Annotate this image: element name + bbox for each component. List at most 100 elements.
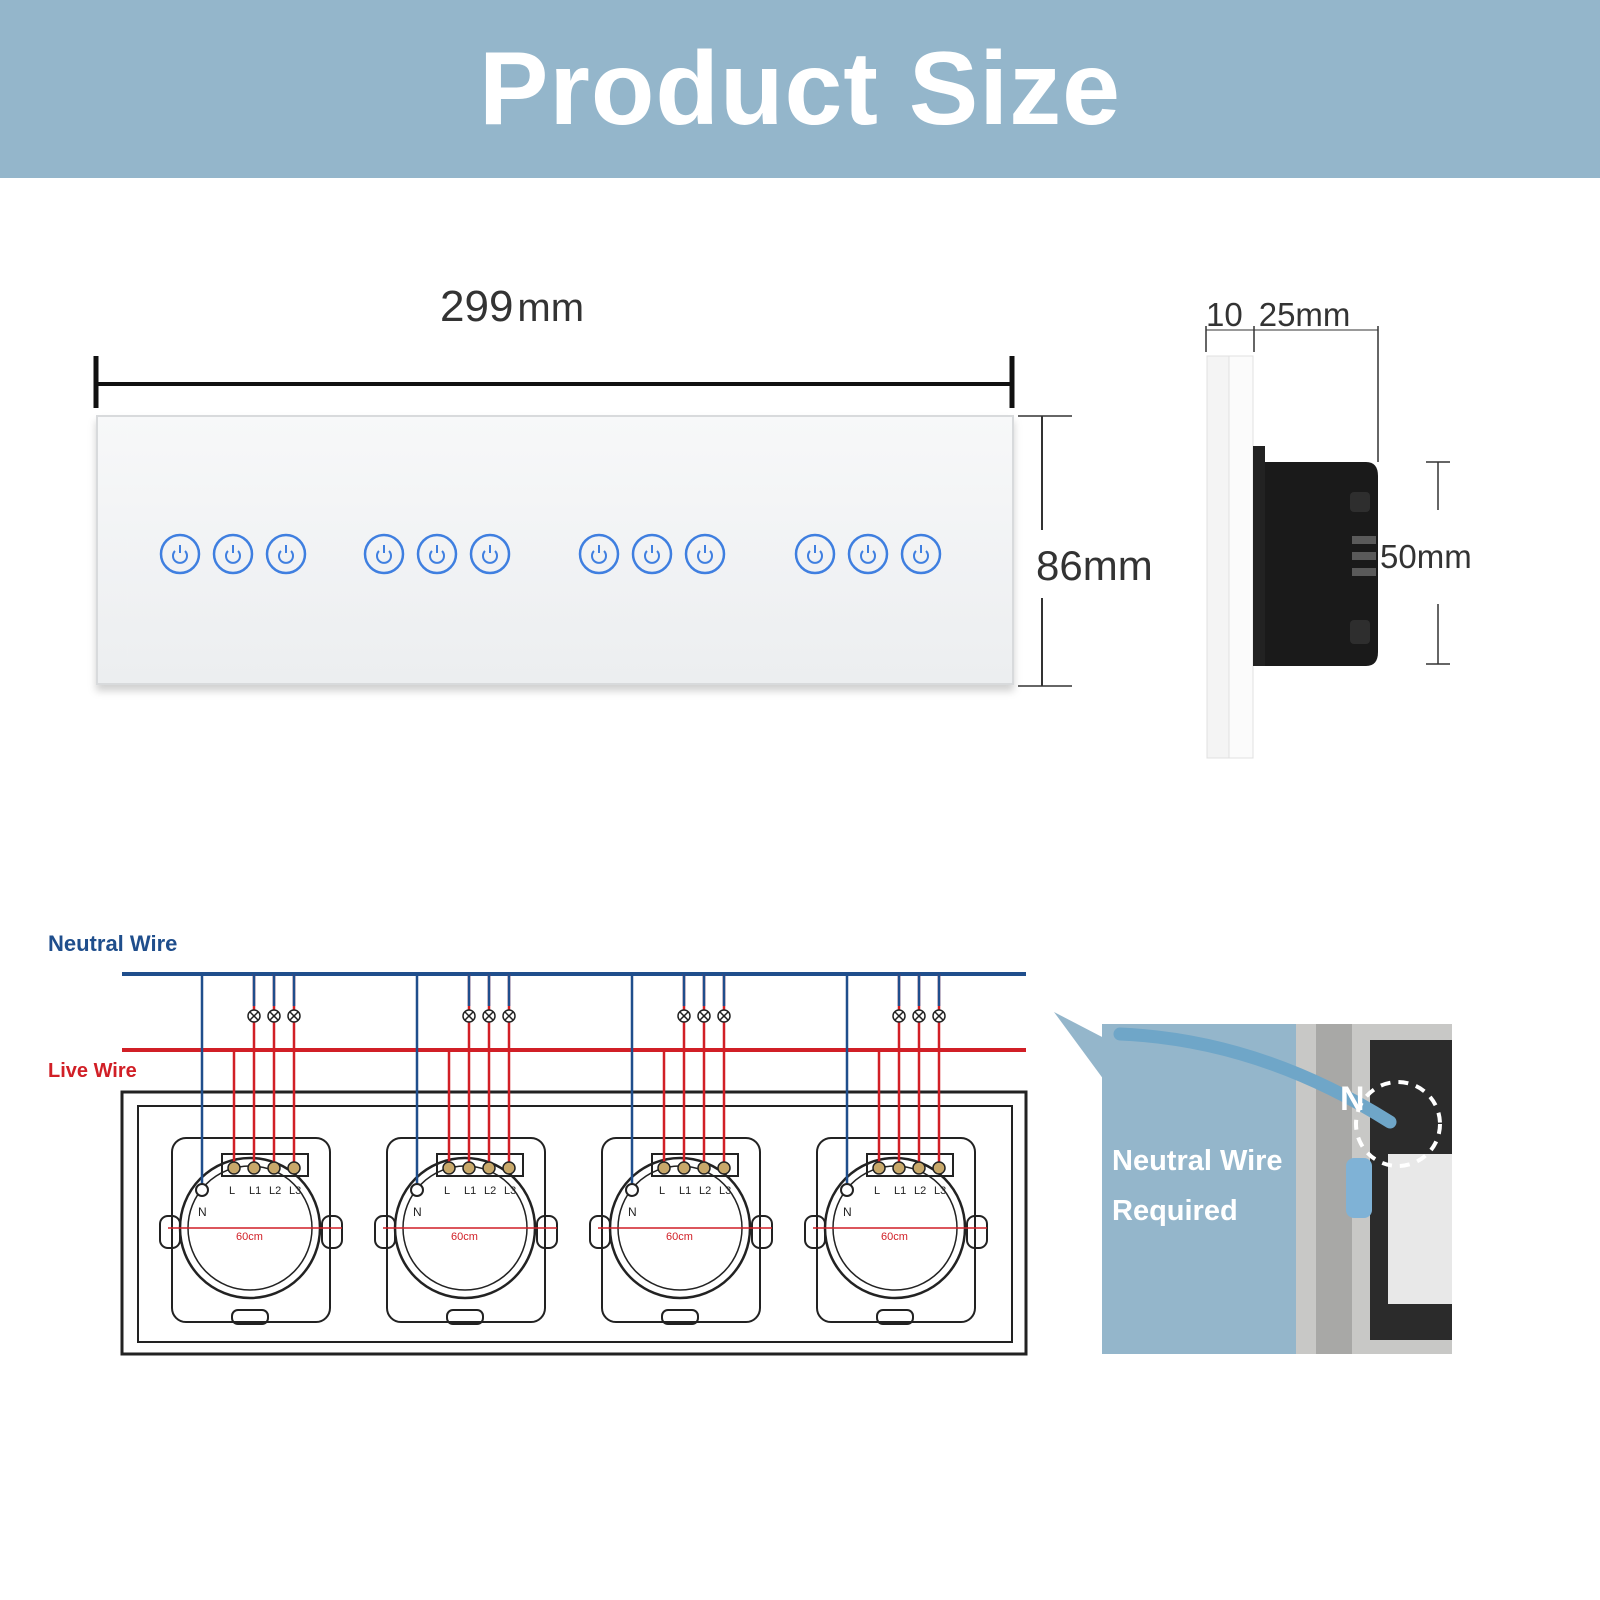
- photo-caption-line1: Neutral Wire: [1112, 1145, 1283, 1177]
- terminal-label: L2: [484, 1185, 496, 1197]
- terminal-screw: [872, 1161, 886, 1175]
- terminal-label: L2: [914, 1185, 926, 1197]
- terminal-screw: [462, 1161, 476, 1175]
- neutral-badge: N: [1340, 1080, 1365, 1118]
- terminal-screw: [247, 1161, 261, 1175]
- power-icon: [807, 545, 823, 564]
- power-icon: [172, 545, 188, 564]
- terminal-screw: [482, 1161, 496, 1175]
- terminal-screw: [892, 1161, 906, 1175]
- terminal-label: L: [444, 1185, 450, 1197]
- header-banner: Product Size: [0, 0, 1600, 178]
- terminal-screw: [287, 1161, 301, 1175]
- lamp-icon: [247, 1009, 261, 1023]
- width-value: 299: [440, 282, 514, 331]
- power-icon: [376, 545, 392, 564]
- lamp-icon: [932, 1009, 946, 1023]
- lamp-icon: [912, 1009, 926, 1023]
- touch-button: [469, 533, 511, 575]
- terminal-label: L3: [504, 1185, 516, 1197]
- terminal-screw: [717, 1161, 731, 1175]
- touch-button: [416, 533, 458, 575]
- touch-button: [212, 533, 254, 575]
- neutral-terminal: [195, 1183, 209, 1197]
- touch-button: [159, 533, 201, 575]
- power-icon: [913, 545, 929, 564]
- neutral-terminal-label: N: [628, 1205, 637, 1219]
- spacing-label: 60cm: [236, 1231, 263, 1243]
- lamp-icon: [482, 1009, 496, 1023]
- touch-button: [363, 533, 405, 575]
- lamp-icon: [892, 1009, 906, 1023]
- live-wire-label: Live Wire: [48, 1060, 137, 1082]
- frame-outer: [120, 1090, 1028, 1356]
- lamp-icon: [287, 1009, 301, 1023]
- terminal-screw: [442, 1161, 456, 1175]
- side-view: [1205, 326, 1450, 759]
- touch-buttons: [159, 533, 942, 575]
- spacing-label: 60cm: [881, 1231, 908, 1243]
- touch-button: [684, 533, 726, 575]
- power-icon: [697, 545, 713, 564]
- page-title: Product Size: [479, 30, 1121, 147]
- touch-button: [847, 533, 889, 575]
- power-icon: [278, 545, 294, 564]
- power-icon: [482, 545, 498, 564]
- neutral-terminal: [840, 1183, 854, 1197]
- power-icon: [644, 545, 660, 564]
- terminal-screw: [657, 1161, 671, 1175]
- terminal-label: L: [659, 1185, 665, 1197]
- terminal-label: L: [229, 1185, 235, 1197]
- terminal-label: L1: [679, 1185, 691, 1197]
- product-drawing: [93, 326, 1450, 759]
- lamp-icon: [267, 1009, 281, 1023]
- terminal-label: L2: [699, 1185, 711, 1197]
- terminal-label: L: [874, 1185, 880, 1197]
- neutral-wire-label: Neutral Wire: [48, 931, 178, 956]
- terminal-screw: [227, 1161, 241, 1175]
- neutral-terminal: [410, 1183, 424, 1197]
- depth-front-value: 10: [1206, 296, 1243, 333]
- width-unit: mm: [517, 286, 585, 330]
- terminal-label: L1: [894, 1185, 906, 1197]
- neutral-terminal-label: N: [198, 1205, 207, 1219]
- lamp-icon: [717, 1009, 731, 1023]
- touch-button: [900, 533, 942, 575]
- neutral-terminal: [625, 1183, 639, 1197]
- terminal-label: L3: [934, 1185, 946, 1197]
- terminal-label: L2: [269, 1185, 281, 1197]
- terminal-label: L3: [719, 1185, 731, 1197]
- switch-module: 60cm N L L1 L2 L3: [804, 974, 988, 1325]
- neutral-terminal-label: N: [843, 1205, 852, 1219]
- body-height-label: 50mm: [1380, 538, 1472, 575]
- switch-panel: [96, 415, 1014, 685]
- terminal-label: L1: [249, 1185, 261, 1197]
- touch-button: [265, 533, 307, 575]
- height-dimension-label: 86mm: [1036, 542, 1153, 589]
- frame-inner: [137, 1105, 1013, 1343]
- neutral-terminal-label: N: [413, 1205, 422, 1219]
- touch-button: [794, 533, 836, 575]
- terminal-screw: [502, 1161, 516, 1175]
- terminal-screw: [677, 1161, 691, 1175]
- spacing-label: 60cm: [451, 1231, 478, 1243]
- lamp-icon: [697, 1009, 711, 1023]
- lamp-icon: [462, 1009, 476, 1023]
- photo-caption-line2: Required: [1112, 1195, 1238, 1227]
- switch-module: 60cm N L L1 L2 L3: [159, 974, 343, 1325]
- power-icon: [591, 545, 607, 564]
- lamp-icon: [502, 1009, 516, 1023]
- terminal-screw: [932, 1161, 946, 1175]
- touch-button: [578, 533, 620, 575]
- power-icon: [429, 545, 445, 564]
- terminal-label: L3: [289, 1185, 301, 1197]
- power-icon: [225, 545, 241, 564]
- power-icon: [860, 545, 876, 564]
